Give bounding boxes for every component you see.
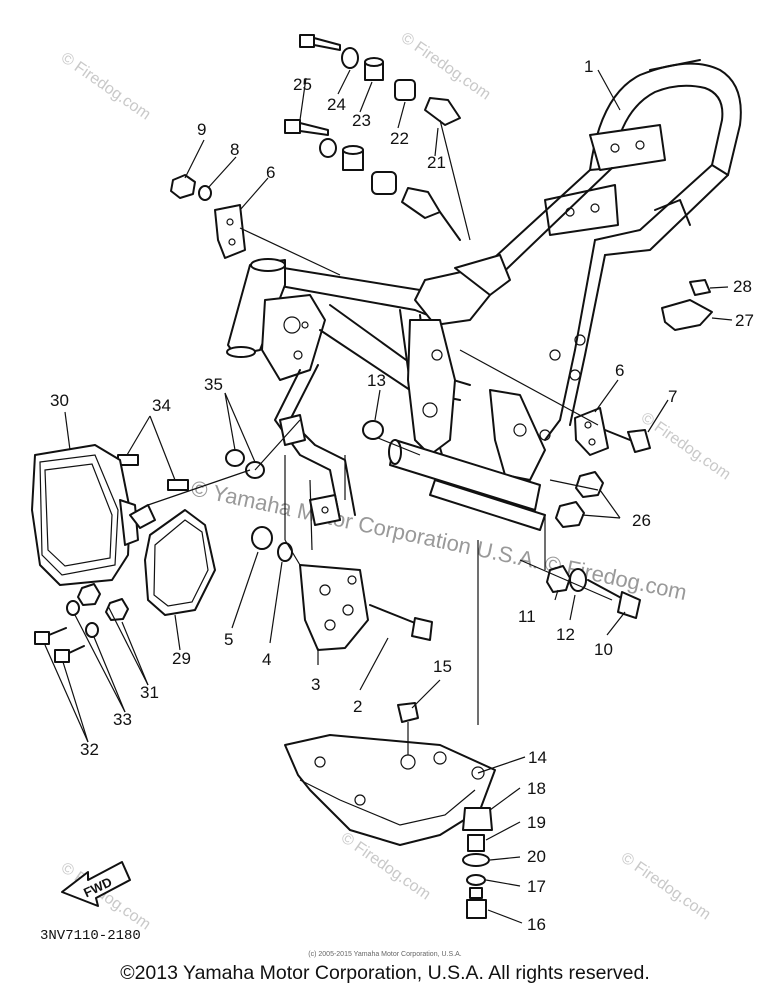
watermark-right: © Firedog.com [638,409,734,483]
callout-20: 20 [527,847,546,866]
copyright-notice: ©2013 Yamaha Motor Corporation, U.S.A. A… [120,962,650,984]
collar-23-lower [342,145,364,171]
bush-22-lower [371,171,397,195]
bolt-21-top [424,97,461,126]
washer-12 [569,568,587,592]
washer-33-b [85,622,99,638]
callout-35: 35 [204,375,223,394]
washer-24-top [341,47,359,69]
bolt-2 [369,604,433,641]
callout-22: 22 [390,129,409,148]
callout-6-left: 6 [266,163,275,182]
callout-13: 13 [367,371,386,390]
callout-31: 31 [140,683,159,702]
callout-11: 11 [518,607,536,626]
grommet-35-a [225,449,245,467]
bracket-6-left [214,204,246,259]
bracket-3 [299,564,369,651]
callout-6-right: 6 [615,361,624,380]
bolt-32-a [34,627,67,645]
washer-20 [462,853,490,867]
callout-10: 10 [594,640,613,659]
callout-17: 17 [527,877,546,896]
diagram-code: 3NV7110-2180 [40,928,141,944]
lens-29 [129,504,216,616]
bracket-6-right [574,407,609,456]
callout-28: 28 [733,277,752,296]
nut-9 [170,174,196,199]
bush-22-top [394,79,416,101]
callout-32: 32 [80,740,99,759]
leader-lines [44,69,733,924]
callout-8: 8 [230,140,239,159]
callout-25: 25 [293,75,312,94]
collar-23-top [364,57,384,81]
clamp-27 [661,299,713,331]
callout-29: 29 [172,649,191,668]
bolt-7 [604,429,651,453]
damper-18 [462,807,493,831]
washer-33-a [66,600,80,616]
bolt-16 [466,887,487,919]
bolt-10 [587,579,641,619]
callout-labels: 1 2 3 4 5 6 6 7 8 9 10 11 12 13 14 15 16… [50,57,754,934]
callout-9: 9 [197,120,206,139]
nut-11 [546,565,571,593]
callout-23: 23 [352,111,371,130]
copyright-small: (c) 2005-2015 Yamaha Motor Corporation, … [308,951,462,958]
main-frame [226,59,742,531]
callout-26: 26 [632,511,651,530]
washer-8 [198,185,212,201]
callout-18: 18 [527,779,546,798]
bolt-15 [397,702,419,723]
nut-31-a [77,583,101,606]
bolt-21-lower [401,187,461,241]
callout-33: 33 [113,710,132,729]
collar-5 [251,526,273,550]
callout-19: 19 [527,813,546,832]
bolt-32-b [54,645,85,663]
bolt-28 [689,279,711,296]
callout-1: 1 [584,57,593,76]
callout-14: 14 [528,748,547,767]
callout-5: 5 [224,630,233,649]
callout-16: 16 [527,915,546,934]
nut-26-lower [555,501,585,528]
collar-13 [362,420,384,440]
collar-19 [467,834,485,852]
callout-15: 15 [433,657,452,676]
bolt-25-lower [284,119,329,136]
callout-21: 21 [427,153,446,172]
nut-26-upper [575,471,604,498]
callout-30: 30 [50,391,69,410]
washer-4 [277,542,293,562]
callout-27: 27 [735,311,754,330]
washer-24-lower [319,138,337,158]
nut-31-b [105,598,129,621]
callout-4: 4 [262,650,271,669]
callout-24: 24 [327,95,346,114]
watermark-bottom-right: © Firedog.com [618,849,714,923]
callout-3: 3 [311,675,320,694]
watermark-top-right: © Firedog.com [58,49,154,123]
washer-17 [466,874,486,886]
tab-34-b [167,479,189,491]
number-plate-30 [31,444,139,586]
callout-34: 34 [152,396,171,415]
callout-7: 7 [668,387,677,406]
skid-plate-14 [284,734,496,846]
bolt-25-top [299,34,341,51]
callout-12: 12 [556,625,575,644]
callout-2: 2 [353,697,362,716]
